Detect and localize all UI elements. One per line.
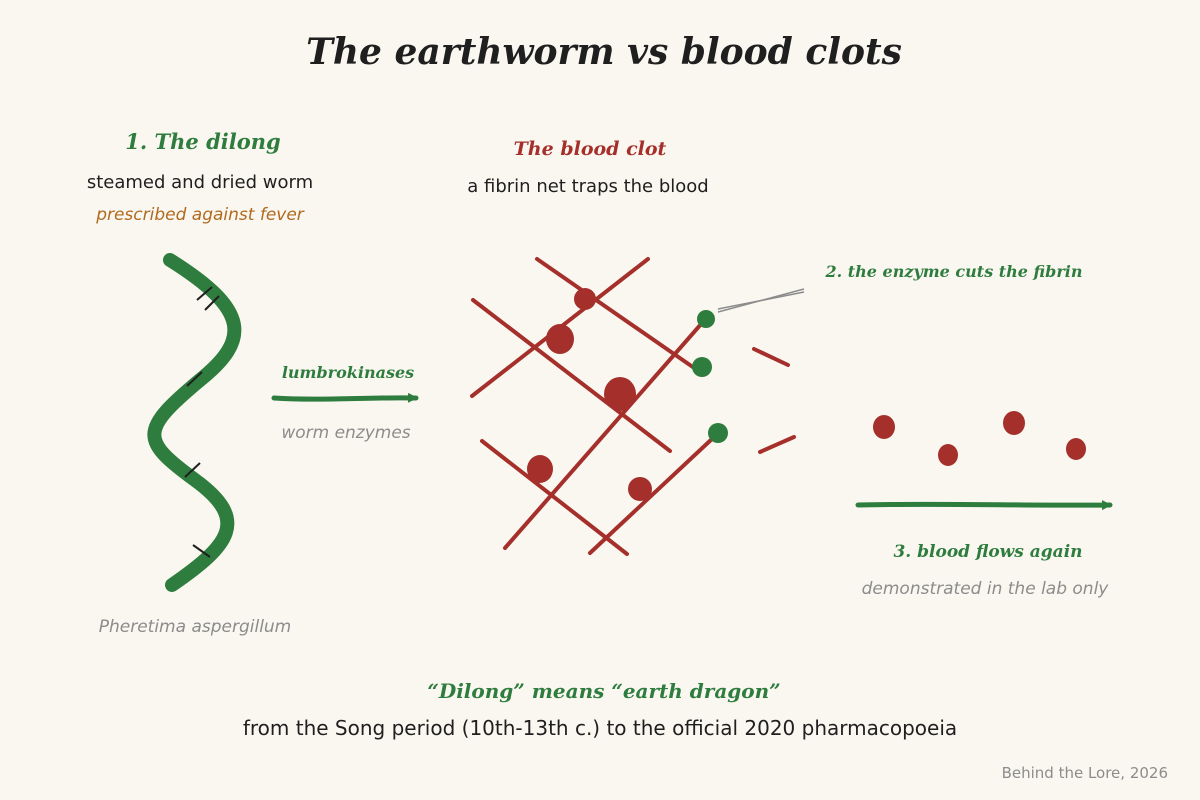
footer-quote: “Dilong” means “earth dragon”	[427, 679, 780, 703]
clot-description: a fibrin net traps the blood	[467, 176, 708, 197]
clot-heading: The blood clot	[514, 138, 667, 160]
blood-flow-arrow	[855, 500, 1113, 511]
enzyme-callout-line	[717, 288, 805, 313]
freed-blood-cells	[873, 411, 1086, 466]
flow-heading: 3. blood flows again	[893, 542, 1082, 562]
worm-heading: 1. The dilong	[125, 129, 280, 154]
worm-description: steamed and dried worm	[87, 172, 313, 193]
earthworm-segments	[184, 286, 220, 558]
worm-note: prescribed against fever	[95, 205, 305, 225]
trapped-blood-cells	[527, 288, 652, 501]
earthworm-body	[147, 253, 242, 592]
enzymes-arrow	[271, 392, 419, 403]
diagram-title: The earthworm vs blood clots	[306, 31, 902, 73]
footer-credit: Behind the Lore, 2026	[1002, 764, 1168, 782]
enzyme-molecules	[692, 310, 728, 443]
enzymes-caption: worm enzymes	[281, 423, 410, 443]
worm-species: Pheretima aspergillum	[99, 617, 292, 637]
enzymes-label: lumbrokinases	[282, 363, 414, 382]
earthworm-illustration	[147, 253, 242, 592]
footer-history: from the Song period (10th-13th c.) to t…	[243, 716, 957, 740]
enzyme-action-label: 2. the enzyme cuts the fibrin	[825, 262, 1083, 281]
flow-caption: demonstrated in the lab only	[862, 579, 1110, 599]
